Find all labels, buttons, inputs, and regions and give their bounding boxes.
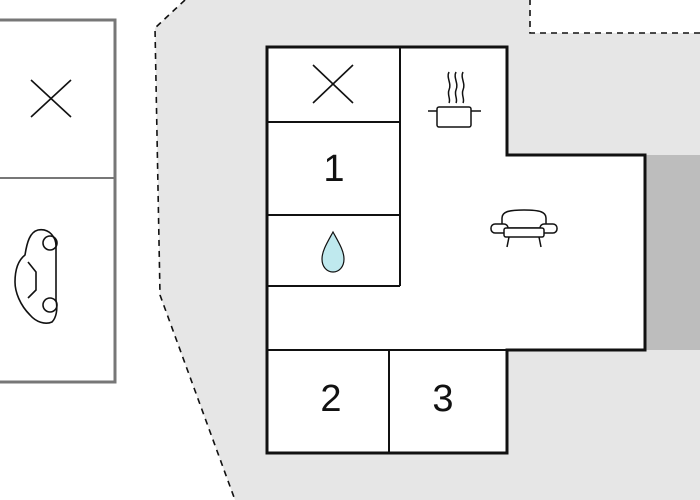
outbuilding-walls	[0, 18, 117, 384]
interior-walls	[267, 47, 507, 453]
terrace	[645, 155, 700, 350]
sofa-icon	[490, 209, 558, 248]
water-drop-icon	[321, 230, 345, 273]
room-label-1: 1	[323, 148, 344, 190]
plot-boundary	[154, 0, 700, 500]
cooking-pot-icon	[428, 71, 481, 128]
car-icon	[14, 228, 58, 324]
storage-cross-icon	[312, 64, 354, 104]
room-label-3: 3	[432, 378, 453, 420]
house-walls	[265, 45, 647, 455]
room-label-2: 2	[320, 378, 341, 420]
cross-icon	[30, 79, 72, 118]
outbuilding	[0, 18, 117, 384]
house-floor	[267, 47, 645, 453]
